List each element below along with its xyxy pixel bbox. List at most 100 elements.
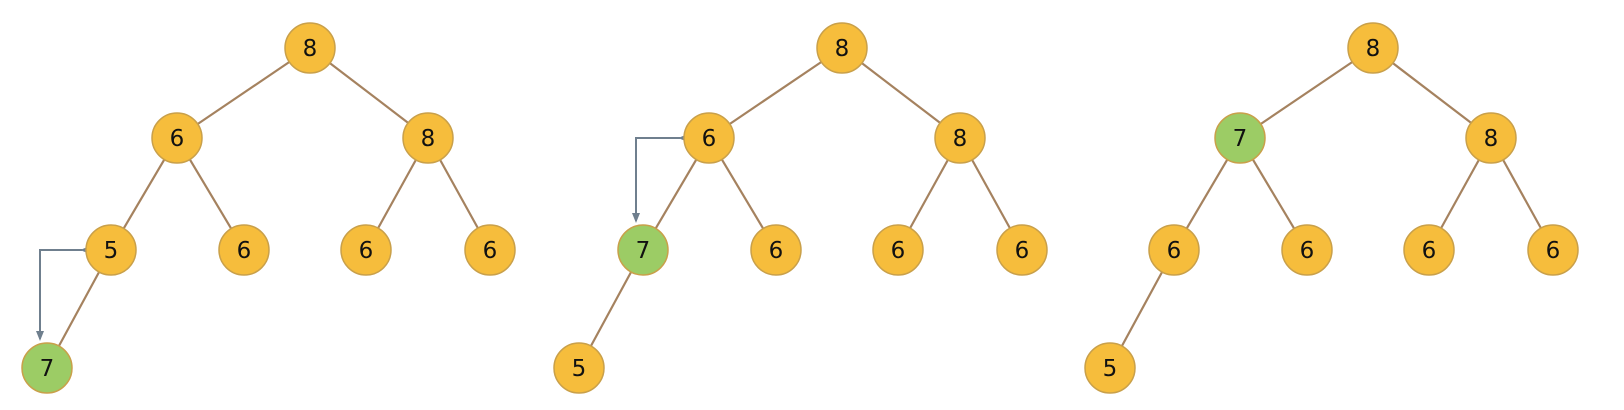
edge-l-ll — [1185, 158, 1229, 230]
edge-ll-lll — [1120, 271, 1164, 347]
edge-root-l — [197, 61, 290, 125]
edge-root-r — [1392, 62, 1472, 124]
heap-node-root: 8 — [284, 22, 336, 74]
edge-root-l — [1260, 61, 1353, 125]
node-value: 5 — [572, 356, 587, 382]
heap-node-root: 8 — [1347, 22, 1399, 74]
node-circle — [1527, 224, 1579, 276]
node-value: 7 — [636, 238, 651, 264]
node-circle — [1148, 224, 1200, 276]
node-circle — [1403, 224, 1455, 276]
heap-node-r: 8 — [934, 112, 986, 164]
heap-node-rl: 6 — [1403, 224, 1455, 276]
heap-node-ll: 5 — [85, 224, 137, 276]
node-value: 5 — [104, 238, 119, 264]
node-circle — [1281, 224, 1333, 276]
node-circle — [1214, 112, 1266, 164]
heap-node-root: 8 — [816, 22, 868, 74]
node-circle — [218, 224, 270, 276]
node-value: 6 — [1300, 238, 1315, 264]
edge-r-rl — [377, 159, 417, 229]
node-value: 8 — [1366, 36, 1381, 62]
node-value: 6 — [1167, 238, 1182, 264]
node-circle — [553, 342, 605, 394]
node-value: 6 — [170, 126, 185, 152]
heap-panel-3: 8 7 8 6 6 6 6 5 — [1084, 22, 1579, 394]
edge-l-ll — [122, 158, 166, 230]
edge-ll-lll — [57, 271, 101, 347]
node-circle — [1084, 342, 1136, 394]
node-value: 6 — [359, 238, 374, 264]
heap-node-lll: 5 — [1084, 342, 1136, 394]
node-value: 6 — [1422, 238, 1437, 264]
heap-node-l: 7 — [1214, 112, 1266, 164]
node-value: 6 — [702, 126, 717, 152]
heap-node-lr: 6 — [750, 224, 802, 276]
node-circle — [340, 224, 392, 276]
heap-node-rr: 6 — [1527, 224, 1579, 276]
node-circle — [1347, 22, 1399, 74]
node-circle — [816, 22, 868, 74]
node-value: 6 — [891, 238, 906, 264]
heap-node-lr: 6 — [1281, 224, 1333, 276]
node-circle — [750, 224, 802, 276]
edge-l-lr — [1251, 158, 1296, 230]
edge-ll-lll — [589, 271, 633, 347]
heap-node-r: 8 — [402, 112, 454, 164]
heap-node-rl: 6 — [340, 224, 392, 276]
edge-l-ll — [654, 158, 698, 230]
node-value: 7 — [40, 356, 55, 382]
node-value: 6 — [237, 238, 252, 264]
heap-node-lll: 7 — [21, 342, 73, 394]
node-value: 8 — [835, 36, 850, 62]
heap-node-rr: 6 — [464, 224, 516, 276]
node-value: 8 — [953, 126, 968, 152]
node-circle — [996, 224, 1048, 276]
node-circle — [85, 224, 137, 276]
node-circle — [617, 224, 669, 276]
node-circle — [284, 22, 336, 74]
node-circle — [683, 112, 735, 164]
heap-node-lr: 6 — [218, 224, 270, 276]
heap-panel-1: 8 6 8 5 6 6 6 7 — [21, 22, 516, 394]
node-value: 6 — [1015, 238, 1030, 264]
node-value: 5 — [1103, 356, 1118, 382]
heap-node-rr: 6 — [996, 224, 1048, 276]
node-circle — [1465, 112, 1517, 164]
node-value: 6 — [483, 238, 498, 264]
edge-r-rr — [1502, 159, 1542, 229]
swap-arrow — [36, 246, 90, 341]
edge-root-r — [861, 62, 941, 124]
heap-node-r: 8 — [1465, 112, 1517, 164]
node-circle — [402, 112, 454, 164]
panels-root: 8 6 8 5 6 6 6 7 8 6 8 7 6 6 6 5 8 7 8 6 6 6 6 5 — [21, 22, 1579, 394]
heap-node-ll: 6 — [1148, 224, 1200, 276]
edge-l-lr — [188, 158, 233, 230]
edge-r-rl — [1440, 159, 1480, 229]
swap-arrow — [632, 134, 688, 223]
node-value: 8 — [1484, 126, 1499, 152]
node-circle — [872, 224, 924, 276]
edge-r-rr — [439, 159, 479, 229]
heap-node-l: 6 — [683, 112, 735, 164]
edge-r-rl — [909, 159, 949, 229]
node-value: 8 — [421, 126, 436, 152]
node-value: 7 — [1233, 126, 1248, 152]
node-circle — [464, 224, 516, 276]
node-circle — [21, 342, 73, 394]
heap-panel-2: 8 6 8 7 6 6 6 5 — [553, 22, 1048, 394]
heap-node-l: 6 — [151, 112, 203, 164]
edge-r-rr — [971, 159, 1011, 229]
node-value: 6 — [1546, 238, 1561, 264]
edge-root-r — [329, 62, 409, 124]
heap-node-lll: 5 — [553, 342, 605, 394]
node-circle — [934, 112, 986, 164]
heap-node-rl: 6 — [872, 224, 924, 276]
node-value: 6 — [769, 238, 784, 264]
edge-root-l — [729, 61, 822, 125]
node-circle — [151, 112, 203, 164]
heap-node-ll: 7 — [617, 224, 669, 276]
node-value: 8 — [303, 36, 318, 62]
edge-l-lr — [720, 158, 765, 230]
